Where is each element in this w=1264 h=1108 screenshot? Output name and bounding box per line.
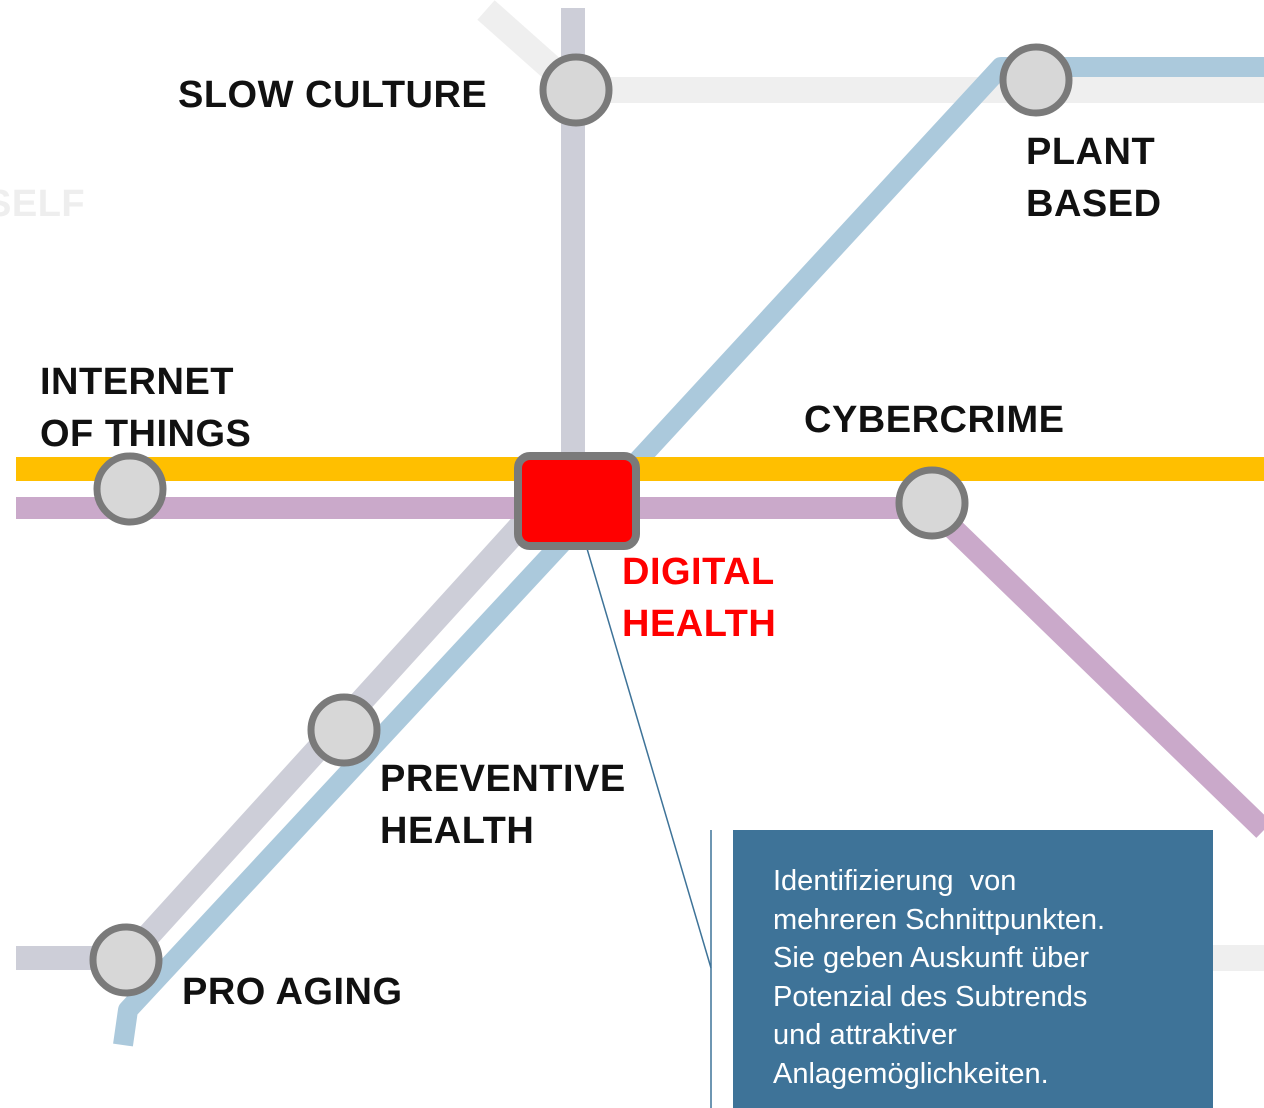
station-slow-culture xyxy=(539,53,613,127)
label-plant-based-line-1: PLANT xyxy=(1026,131,1156,173)
callout-line-1: Identifizierung von xyxy=(773,865,1017,897)
callout-line-4: Potenzial des Subtrends xyxy=(773,980,1088,1013)
faded-self-label: SELF xyxy=(0,178,110,230)
station-preventive-health xyxy=(307,693,381,767)
label-slow-culture: SLOW CULTURE xyxy=(178,69,487,121)
station-plant-based xyxy=(999,43,1073,117)
label-preventive-health-line-1: PREVENTIVE xyxy=(380,758,626,800)
callout-pointer xyxy=(574,507,712,969)
callout-line-3: Sie geben Auskunft über xyxy=(773,942,1090,974)
label-internet-of-things-line-1: INTERNET xyxy=(40,361,234,403)
faded-self-text: SELF xyxy=(0,183,86,225)
label-plant-based: PLANT BASED xyxy=(1026,126,1162,230)
callout-line-2: mehreren Schnittpunkten. xyxy=(773,903,1106,936)
label-slow-culture-line-1: SLOW CULTURE xyxy=(178,74,488,116)
label-pro-aging: PRO AGING xyxy=(182,966,403,1018)
station-internet-of-things xyxy=(93,452,167,526)
label-internet-of-things: INTERNET OF THINGS xyxy=(40,356,251,460)
line-blue xyxy=(113,57,1264,1047)
label-preventive-health: PREVENTIVE HEALTH xyxy=(380,753,626,857)
label-preventive-health-line-2: HEALTH xyxy=(380,810,535,852)
callout-line-6: Anlagemöglichkeiten. xyxy=(773,1057,1049,1090)
label-digital-health-line-2: HEALTH xyxy=(622,603,777,645)
station-pro-aging xyxy=(89,923,163,997)
label-digital-health: DIGITAL HEALTH xyxy=(622,546,776,650)
label-pro-aging-line-1: PRO AGING xyxy=(182,971,403,1013)
label-digital-health-line-1: DIGITAL xyxy=(622,551,775,593)
label-cybercrime-line-1: CYBERCRIME xyxy=(804,399,1065,441)
callout-box: Identifizierung von mehreren Schnittpunk… xyxy=(733,830,1213,1108)
callout-line-5: und attraktiver xyxy=(773,1019,957,1051)
label-cybercrime: CYBERCRIME xyxy=(804,394,1064,446)
station-digital-health xyxy=(514,452,640,550)
label-plant-based-line-2: BASED xyxy=(1026,183,1162,225)
station-cybercrime xyxy=(895,466,969,540)
label-internet-of-things-line-2: OF THINGS xyxy=(40,413,252,455)
